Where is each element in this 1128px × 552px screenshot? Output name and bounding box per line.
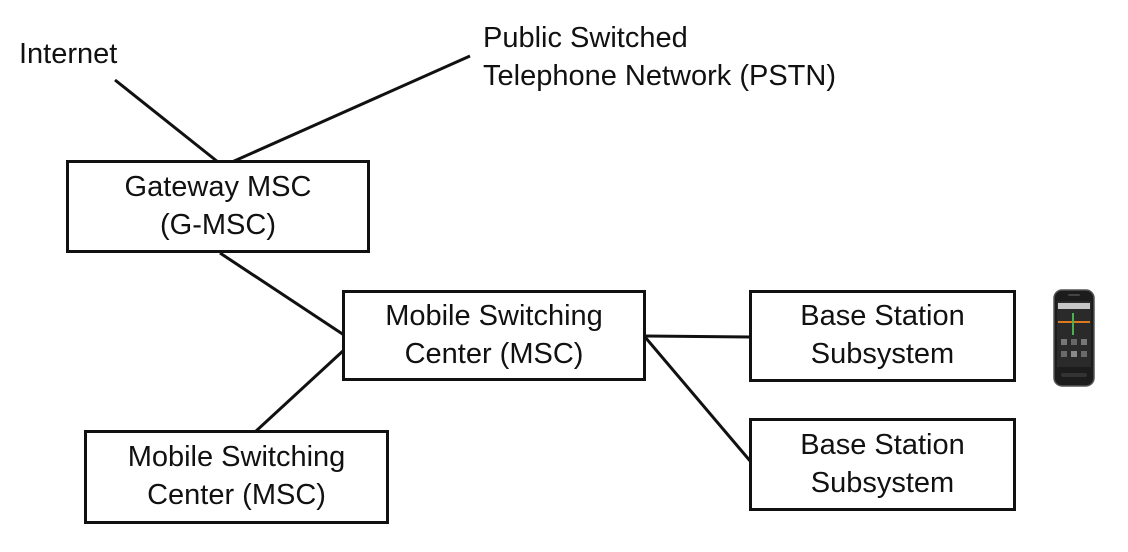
msc-secondary-line1: Mobile Switching	[127, 441, 346, 474]
msc-main-node: Mobile Switching Center (MSC)	[342, 290, 646, 381]
gateway-msc-node: Gateway MSC (G-MSC)	[66, 160, 370, 253]
msc-to-secondary-msc-link	[253, 348, 346, 434]
smartphone-icon	[1053, 289, 1095, 387]
internet-label: Internet	[19, 36, 117, 74]
bss-top-node: Base Station Subsystem	[749, 290, 1016, 382]
bss-bottom-line1: Base Station	[800, 428, 965, 461]
gateway-msc-line2: (G-MSC)	[160, 208, 276, 241]
msc-main-line2: Center (MSC)	[404, 337, 584, 370]
internet-label-text: Internet	[19, 38, 118, 70]
bss-bottom-node: Base Station Subsystem	[749, 418, 1016, 511]
msc-to-bss-top-link	[644, 334, 752, 339]
pstn-to-gateway-link	[231, 54, 471, 164]
msc-main-line1: Mobile Switching	[385, 299, 603, 332]
pstn-label: Public Switched Telephone Network (PSTN)	[483, 20, 836, 95]
bss-bottom-line2: Subsystem	[810, 466, 955, 499]
gateway-msc-line1: Gateway MSC	[124, 170, 312, 203]
bss-top-line1: Base Station	[800, 300, 965, 333]
msc-secondary-node: Mobile Switching Center (MSC)	[84, 430, 389, 524]
msc-to-bss-bottom-link	[643, 336, 753, 463]
bss-top-line2: Subsystem	[810, 338, 955, 370]
pstn-label-line1: Public Switched	[483, 22, 688, 54]
internet-to-gateway-link	[114, 78, 219, 164]
msc-secondary-line2: Center (MSC)	[147, 479, 326, 511]
pstn-label-line2: Telephone Network (PSTN)	[483, 59, 836, 92]
gateway-to-msc-link	[219, 251, 345, 337]
